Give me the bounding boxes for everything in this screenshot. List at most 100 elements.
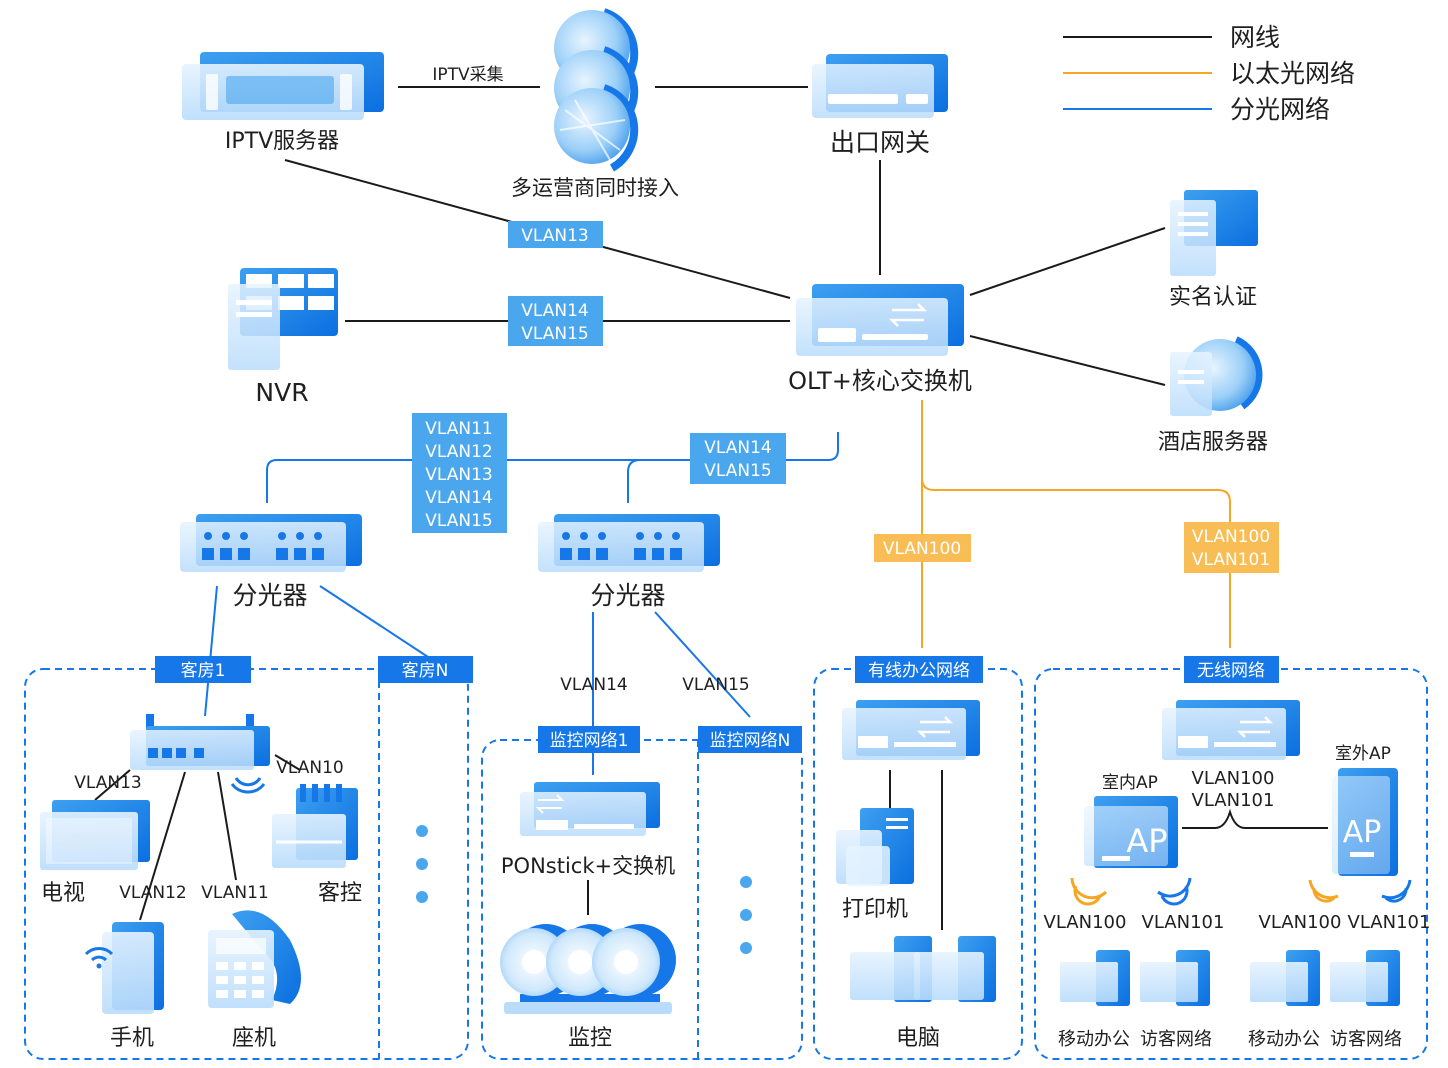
landline-label: 座机 xyxy=(232,1026,276,1051)
core-switch-icon xyxy=(796,284,964,356)
room-line-vlan11: VLAN11 xyxy=(201,883,268,903)
zone-rooms-box xyxy=(24,668,469,1060)
tv-label: 电视 xyxy=(41,881,85,906)
vlan-tag-s1-line3: VLAN13 xyxy=(425,465,492,485)
zone-tag-monitor1: 监控网络1 xyxy=(538,726,640,753)
legend-label-ethernet-optical: 以太光网络 xyxy=(1230,59,1355,88)
line-router-tv xyxy=(94,769,131,801)
zone-tag-monitorN-text: 监控网络N xyxy=(710,731,791,751)
line-splitter2-monitorN xyxy=(654,611,751,718)
line-router-landline xyxy=(217,771,237,881)
ap-vlan-line1: VLAN100 xyxy=(1192,768,1275,789)
room-line-vlan12: VLAN12 xyxy=(119,883,186,903)
room-line-vlan10: VLAN10 xyxy=(276,758,343,778)
vlan-tag-s1-line1: VLAN11 xyxy=(425,419,492,439)
gateway-label: 出口网关 xyxy=(830,128,930,157)
iptv-server-label: IPTV服务器 xyxy=(225,129,339,154)
monitor-line-vlan15: VLAN15 xyxy=(682,675,749,695)
isp-label: 多运营商同时接入 xyxy=(511,176,679,200)
vlan-tag-iptv-text: VLAN13 xyxy=(521,226,588,246)
legend: 网线 以太光网络 分光网络 xyxy=(1063,23,1355,124)
guest-network-label-1: 访客网络 xyxy=(1140,1029,1212,1050)
room-control-label: 客控 xyxy=(318,881,362,906)
zone-tag-roomN-text: 客房N xyxy=(402,661,449,681)
pc-label: 电脑 xyxy=(896,1026,940,1051)
vlan-tag-iptv: VLAN13 xyxy=(508,221,603,248)
ap-in-vlan100: VLAN100 xyxy=(1044,912,1127,933)
zone-tag-wireless: 无线网络 xyxy=(1184,656,1279,683)
line-router-roomctrl xyxy=(274,754,301,771)
vlan-tag-nvr-line1: VLAN14 xyxy=(521,301,588,321)
zone-tag-monitorN: 监控网络N xyxy=(698,726,802,753)
nvr-icon xyxy=(228,268,338,370)
ap-vlan-line2: VLAN101 xyxy=(1192,790,1275,811)
wireless-switch-icon xyxy=(1162,700,1300,760)
indoor-ap-text: AP xyxy=(1126,822,1167,860)
tv-icon xyxy=(40,800,150,870)
ap-out-vlan100: VLAN100 xyxy=(1259,912,1342,933)
zone-tag-room1-text: 客房1 xyxy=(181,661,226,681)
phone-icon xyxy=(84,922,164,1014)
room-more-dots xyxy=(416,825,428,903)
vlan-tag-wireless-line1: VLAN100 xyxy=(1192,527,1270,547)
indoor-ap-icon: AP xyxy=(1070,796,1192,906)
iptv-server-icon xyxy=(182,52,384,120)
vlan-tag-wired: VLAN100 xyxy=(874,534,971,562)
vlan-tag-s1-line5: VLAN15 xyxy=(425,511,492,531)
ponstick-label: PONstick+交换机 xyxy=(501,854,675,878)
line-core-realname xyxy=(969,227,1166,296)
ap-indoor-label: 室内AP xyxy=(1102,773,1158,793)
ponstick-switch-icon xyxy=(520,782,660,836)
line-ap-junction xyxy=(1214,808,1246,829)
outdoor-ap-text: AP xyxy=(1343,815,1382,850)
outdoor-ap-icon: AP xyxy=(1308,768,1412,903)
camera-icon xyxy=(500,924,676,1014)
line-core-splitter2 xyxy=(627,459,700,503)
line-splitter1-roomN xyxy=(319,585,429,658)
ap-outdoor-label: 室外AP xyxy=(1335,744,1391,764)
zone-tag-wired-text: 有线办公网络 xyxy=(868,661,970,681)
vlan-tag-nvr-line2: VLAN15 xyxy=(521,324,588,344)
printer-icon xyxy=(836,808,914,886)
mobile-office-label-1: 移动办公 xyxy=(1058,1029,1130,1050)
monitor-more-dots xyxy=(740,876,752,954)
vlan-tag-s1-line4: VLAN14 xyxy=(425,488,492,508)
splitter1-label: 分光器 xyxy=(232,581,307,610)
room-control-icon xyxy=(272,784,358,868)
vlan-tag-nvr: VLAN14 VLAN15 xyxy=(508,296,603,346)
realname-label: 实名认证 xyxy=(1169,285,1257,310)
legend-label-cable: 网线 xyxy=(1230,23,1280,52)
vlan-tag-splitter2: VLAN14 VLAN15 xyxy=(690,433,786,484)
globe-icon xyxy=(554,8,639,172)
zone-tag-wireless-text: 无线网络 xyxy=(1197,661,1265,681)
phone-label: 手机 xyxy=(110,1026,154,1051)
monitor-line-vlan14: VLAN14 xyxy=(560,675,627,695)
landline-icon xyxy=(208,910,301,1008)
splitter2-label: 分光器 xyxy=(590,581,665,610)
vlan-tag-s1-line2: VLAN12 xyxy=(425,442,492,462)
pc-icon xyxy=(850,936,996,1002)
iptv-collect-label: IPTV采集 xyxy=(432,65,503,85)
mobile-device-icon xyxy=(1060,950,1400,1006)
vlan-tag-s2-line1: VLAN14 xyxy=(704,438,771,458)
vlan-tag-wireless-line2: VLAN101 xyxy=(1192,550,1270,570)
line-core-hotel xyxy=(969,335,1166,386)
hotel-server-label: 酒店服务器 xyxy=(1158,430,1268,455)
splitter2-icon xyxy=(538,514,720,572)
line-core-splitter1 xyxy=(266,432,839,503)
vlan-tag-wired-text: VLAN100 xyxy=(883,539,961,559)
vlan-tag-s2-line2: VLAN15 xyxy=(704,461,771,481)
mobile-office-label-2: 移动办公 xyxy=(1248,1029,1320,1050)
gateway-icon xyxy=(812,54,948,118)
vlan-tag-splitter1: VLAN11 VLAN12 VLAN13 VLAN14 VLAN15 xyxy=(412,413,507,533)
office-switch-icon xyxy=(842,700,980,760)
core-label: OLT+核心交换机 xyxy=(788,367,972,395)
room-router-icon xyxy=(130,714,270,794)
ap-out-vlan101: VLAN101 xyxy=(1348,912,1431,933)
line-splitter1-room1 xyxy=(204,585,218,717)
guest-network-label-2: 访客网络 xyxy=(1330,1029,1402,1050)
zone-tag-monitor1-text: 监控网络1 xyxy=(550,731,629,751)
zone-tag-wired: 有线办公网络 xyxy=(855,656,983,683)
splitter1-icon xyxy=(180,514,362,572)
legend-label-split-optical: 分光网络 xyxy=(1230,95,1330,124)
